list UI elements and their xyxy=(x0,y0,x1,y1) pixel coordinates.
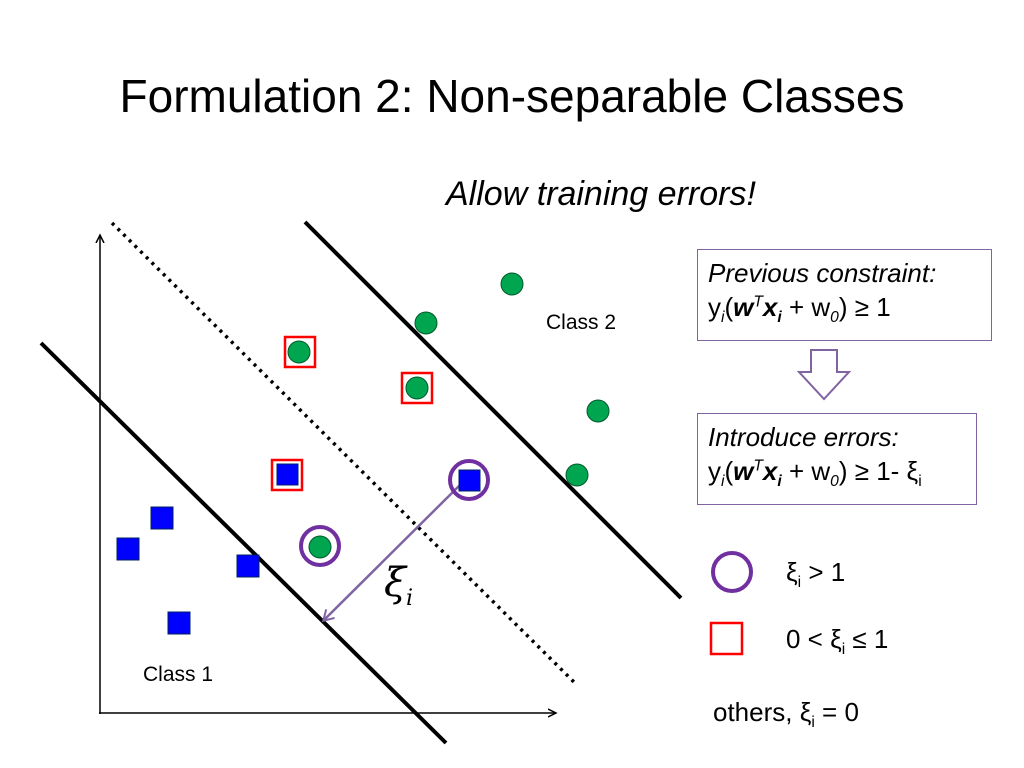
slide-subtitle: Allow training errors! xyxy=(446,175,756,213)
class1-point xyxy=(276,463,299,486)
class1-point xyxy=(150,506,174,530)
misclassified-circle xyxy=(448,459,490,501)
class1-point xyxy=(167,611,191,635)
introduce-errors-formula: yi(wTxi + w0) ≥ 1- ξi xyxy=(708,456,922,491)
introduce-errors-heading: Introduce errors: xyxy=(708,422,899,452)
margin-line-class2 xyxy=(303,220,683,600)
square-outline-icon xyxy=(709,621,744,656)
decision-boundary xyxy=(110,221,578,686)
previous-constraint-heading: Previous constraint: xyxy=(708,258,937,288)
class2-point xyxy=(586,399,610,423)
class2-point xyxy=(414,311,438,335)
circle-outline-icon xyxy=(711,551,753,593)
margin-violation-square xyxy=(400,371,434,405)
misclassified-circle xyxy=(299,525,341,567)
class1-point xyxy=(458,469,481,492)
class2-label: Class 2 xyxy=(546,311,617,334)
legend-circle-text: ξi > 1 xyxy=(786,557,846,592)
introduce-errors-box: Introduce errors: yi(wTxi + w0) ≥ 1- ξi xyxy=(697,413,977,505)
class1-point xyxy=(116,537,140,561)
slide-title: Formulation 2: Non-separable Classes xyxy=(119,70,905,122)
class2-point xyxy=(405,376,429,400)
class1-point xyxy=(236,554,260,578)
slack-arrow xyxy=(321,484,461,623)
class2-point xyxy=(500,272,524,296)
legend-others-text: others, ξi = 0 xyxy=(713,697,859,732)
slack-label: ξi xyxy=(384,560,414,611)
legend-square-text: 0 < ξi ≤ 1 xyxy=(786,624,889,659)
previous-constraint-box: Previous constraint: yi(wTxi + w0) ≥ 1 xyxy=(697,249,992,341)
down-arrow-outline-icon xyxy=(796,349,852,401)
class2-point xyxy=(287,340,311,364)
margin-line-class1 xyxy=(39,341,448,745)
class2-point xyxy=(308,535,332,559)
margin-violation-square xyxy=(283,335,317,369)
class2-point xyxy=(565,463,589,487)
class1-label: Class 1 xyxy=(143,663,214,686)
margin-violation-square xyxy=(270,458,304,492)
previous-constraint-formula: yi(wTxi + w0) ≥ 1 xyxy=(708,292,891,327)
